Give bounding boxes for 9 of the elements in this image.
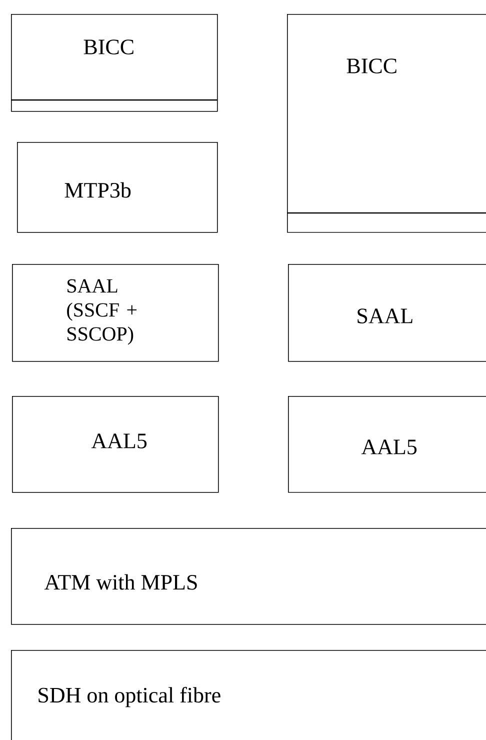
layer-box: SAAL (SSCF + SSCOP) xyxy=(12,264,219,362)
layer-box: ATM with MPLS xyxy=(11,528,486,625)
layer-box: MTP3b xyxy=(17,142,218,233)
layer-box: SDH on optical fibre xyxy=(11,650,486,740)
layer-box: BICC xyxy=(11,14,218,112)
layer-box: BICC xyxy=(287,14,486,233)
layer-box: SAAL xyxy=(288,264,486,362)
layer-box: AAL5 xyxy=(12,396,219,493)
layer-box: AAL5 xyxy=(288,396,486,493)
